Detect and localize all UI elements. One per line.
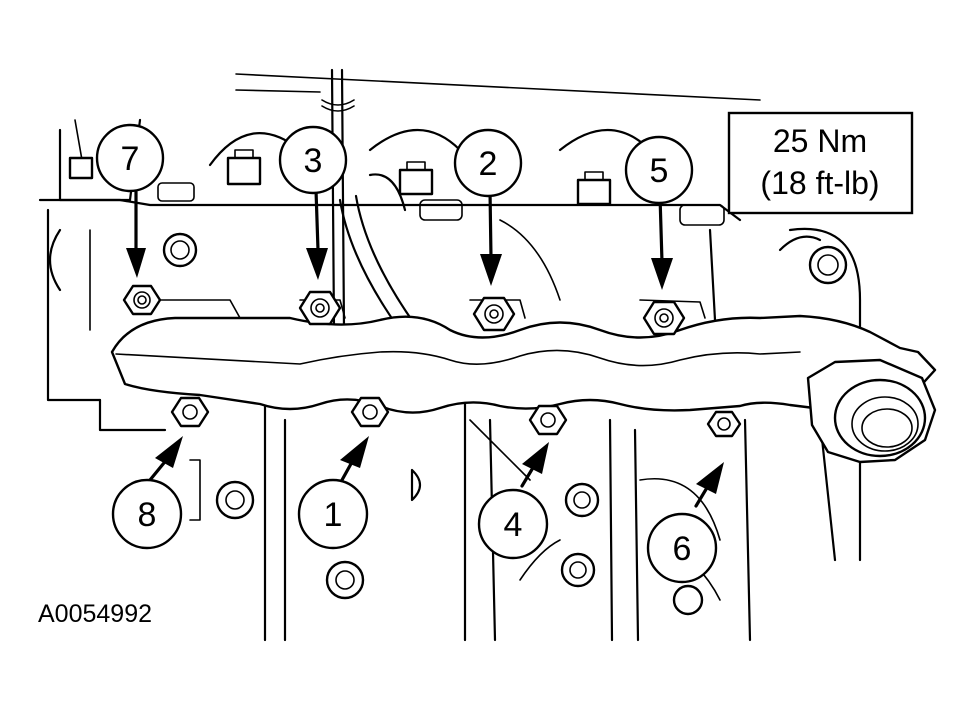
callout-circles: 7 3 2 5 8 1 4 6	[95, 123, 718, 584]
torque-spec-metric: 25 Nm	[773, 123, 867, 159]
callout-6-label: 6	[673, 530, 692, 568]
callout-7: 7	[95, 123, 165, 193]
arrow-4	[520, 442, 549, 488]
bolt-8	[170, 396, 210, 428]
arrow-3	[306, 188, 328, 280]
bolt-5	[642, 300, 686, 336]
callout-2: 2	[453, 128, 523, 198]
bolt-3	[298, 290, 342, 326]
callout-8-label: 8	[138, 496, 157, 534]
callout-4: 4	[477, 488, 549, 560]
exhaust-manifold	[110, 299, 937, 464]
bolt-6	[706, 410, 742, 438]
figure-id: A0054992	[38, 600, 152, 628]
arrow-5	[651, 194, 673, 290]
arrow-2	[480, 188, 502, 286]
arrow-7	[126, 190, 146, 278]
callout-6: 6	[646, 512, 718, 584]
engine-line-art	[38, 68, 862, 642]
callout-5-label: 5	[650, 152, 669, 190]
callout-3: 3	[278, 125, 348, 195]
callout-4-label: 4	[504, 506, 523, 544]
arrow-1	[340, 436, 369, 482]
callout-1-label: 1	[324, 496, 343, 534]
callout-5: 5	[624, 135, 694, 205]
bolt-4	[528, 404, 568, 436]
torque-spec-box: 25 Nm (18 ft-lb)	[727, 111, 914, 215]
bolt-2	[472, 296, 516, 332]
callout-2-label: 2	[479, 145, 498, 183]
callout-3-label: 3	[304, 142, 323, 180]
torque-spec-imperial: (18 ft-lb)	[760, 165, 879, 201]
callout-arrows	[126, 188, 724, 508]
manifold-bolts	[122, 284, 742, 438]
bolt-7	[122, 284, 162, 316]
callout-7-label: 7	[121, 140, 140, 178]
arrow-8	[148, 436, 183, 482]
arrow-6	[694, 462, 724, 508]
callout-1: 1	[297, 478, 369, 550]
callout-8: 8	[111, 478, 183, 550]
bolt-1	[350, 396, 390, 428]
